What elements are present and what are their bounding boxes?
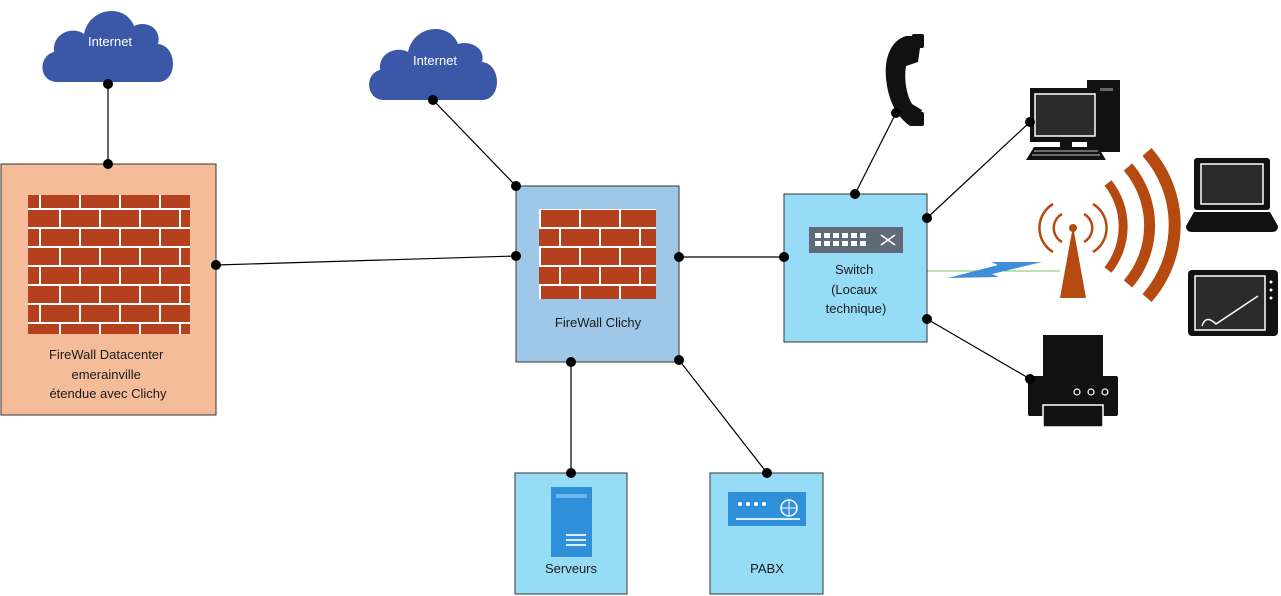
server-icon <box>551 487 592 557</box>
brick-wall-icon <box>539 209 656 299</box>
pabx-icon <box>728 492 806 526</box>
link-internet2-clichy <box>432 99 517 187</box>
laptop-icon <box>1186 158 1278 232</box>
connection-dot <box>511 181 521 191</box>
link-switch-phone <box>854 112 897 195</box>
connection-dot <box>922 314 932 324</box>
firewall-datacenter-node: FireWall Datacenter emerainville étendue… <box>0 163 217 416</box>
printer-icon <box>1028 335 1118 428</box>
link-clichy-pabx <box>678 359 768 474</box>
connection-dot <box>1025 374 1035 384</box>
servers-node: Serveurs <box>514 472 628 595</box>
phone-icon <box>885 34 924 126</box>
connection-dot <box>103 79 113 89</box>
pabx-node: PABX <box>709 472 824 595</box>
connection-dot <box>511 251 521 261</box>
connection-dot <box>566 357 576 367</box>
connection-lines <box>107 84 1031 474</box>
link-datacenter-clichy <box>215 255 517 266</box>
switch-node: Switch (Locaux technique) <box>783 193 928 343</box>
servers-label: Serveurs <box>545 561 598 576</box>
connection-dot <box>891 108 901 118</box>
internet-cloud-2: Internet <box>369 29 497 100</box>
cloud-icon <box>42 11 173 82</box>
link-switch-desktop <box>926 121 1031 219</box>
connection-dot <box>566 468 576 478</box>
switch-icon <box>809 227 903 253</box>
firewall-clichy-node: FireWall Clichy <box>515 185 680 363</box>
lightning-icon <box>948 262 1042 278</box>
firewall-clichy-label: FireWall Clichy <box>555 315 642 330</box>
connection-dot <box>103 159 113 169</box>
connection-points <box>103 79 1035 478</box>
connection-dot <box>779 252 789 262</box>
connection-dot <box>922 213 932 223</box>
desktop-computer-icon <box>1026 80 1120 160</box>
connection-dot <box>428 95 438 105</box>
link-switch-printer <box>926 318 1031 380</box>
cloud-icon <box>369 29 497 100</box>
cloud-label: Internet <box>413 53 457 68</box>
connection-dot <box>850 189 860 199</box>
cloud-label: Internet <box>88 34 132 49</box>
internet-cloud-1: Internet <box>42 11 173 82</box>
connection-dot <box>674 355 684 365</box>
wifi-link <box>927 262 1060 278</box>
connection-dot <box>674 252 684 262</box>
firewall-datacenter-label: FireWall Datacenter emerainville étendue… <box>49 347 167 401</box>
brick-wall-icon <box>28 195 190 334</box>
connection-dot <box>1025 117 1035 127</box>
wifi-antenna-icon <box>1038 148 1181 302</box>
switch-label: Switch (Locaux technique) <box>826 262 887 316</box>
connection-dot <box>762 468 772 478</box>
connection-dot <box>211 260 221 270</box>
tablet-icon <box>1188 270 1278 336</box>
pabx-label: PABX <box>750 561 784 576</box>
